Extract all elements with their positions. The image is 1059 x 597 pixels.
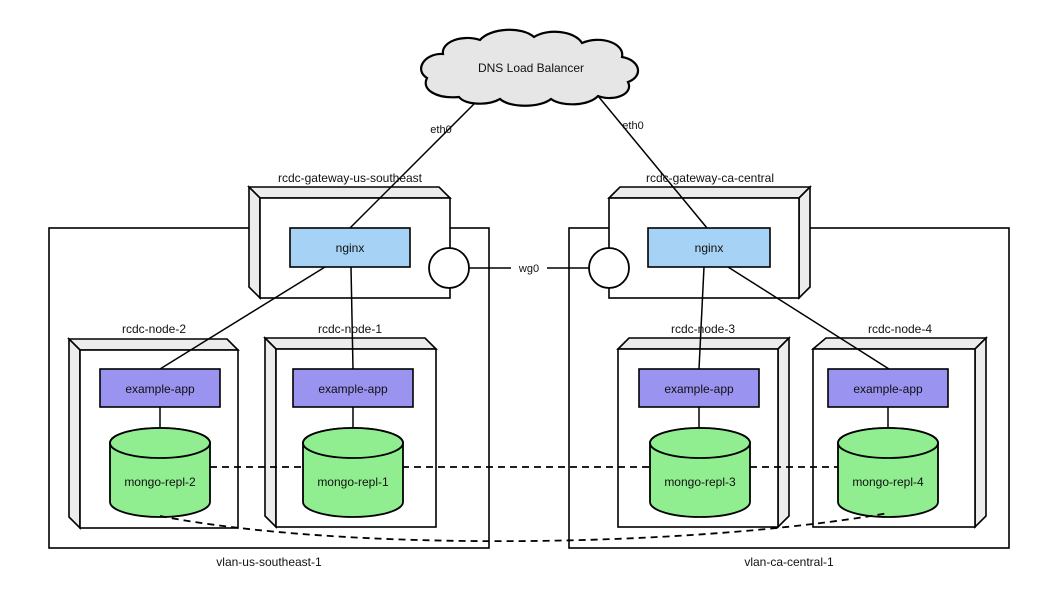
- node-4-top-face: [810, 337, 988, 350]
- gateway-right-side-face: [798, 185, 811, 300]
- edge-nginx-to-app-node4: [727, 266, 890, 370]
- db-cylinder-node4: mongo-repl-4: [837, 427, 939, 518]
- db-cylinder-node2: mongo-repl-2: [109, 427, 211, 518]
- db-cylinder-top-node3: [649, 427, 751, 459]
- db-cylinder-top-node4: [837, 427, 939, 459]
- db-cylinder-node1: mongo-repl-1: [302, 427, 404, 518]
- node-3-title: rcdc-node-3: [671, 322, 735, 336]
- dns-load-balancer-cloud: DNS Load Balancer: [420, 28, 639, 107]
- app-label-node4: example-app: [853, 382, 923, 396]
- edge-nginx-to-app-node1: [350, 266, 354, 370]
- nginx-box-right: [647, 227, 771, 268]
- gateway-left-title: rcdc-gateway-us-southeast: [278, 171, 423, 185]
- app-box-node4: [827, 368, 949, 408]
- app-box-node1: [292, 368, 414, 408]
- node-4-title: rcdc-node-4: [868, 322, 932, 336]
- db-cylinder-top-node1: [302, 427, 404, 459]
- edge-nginx-to-app-node2: [159, 266, 326, 370]
- gateway-right-title: rcdc-gateway-ca-central: [646, 171, 774, 185]
- node-1-top-face: [263, 337, 438, 350]
- nginx-label-left: nginx: [336, 241, 365, 255]
- edge-nginx-to-app-node3: [698, 266, 705, 370]
- app-box-node2: [99, 368, 221, 408]
- node-1-title: rcdc-node-1: [318, 322, 382, 336]
- nginx-label-right: nginx: [695, 241, 724, 255]
- node-1-side-face: [264, 336, 277, 529]
- edge-cloud-to-nginx-right: [597, 95, 708, 229]
- app-label-node3: example-app: [664, 382, 734, 396]
- db-label-node3: mongo-repl-3: [664, 475, 736, 489]
- mongo-replication-curve: [159, 512, 890, 543]
- gateway-right-top-face: [607, 186, 812, 199]
- wireguard-circle-left: [428, 247, 470, 289]
- db-label-node4: mongo-repl-4: [852, 475, 924, 489]
- node-2-top-face: [67, 338, 240, 351]
- db-label-node1: mongo-repl-1: [317, 475, 389, 489]
- eth0-right-label: eth0: [622, 120, 643, 132]
- node-2-title: rcdc-node-2: [122, 322, 186, 336]
- db-label-node2: mongo-repl-2: [124, 475, 196, 489]
- wireguard-circle-right: [588, 247, 630, 289]
- app-label-node1: example-app: [318, 382, 388, 396]
- app-label-node2: example-app: [125, 382, 195, 396]
- db-cylinder-node3: mongo-repl-3: [649, 427, 751, 518]
- app-box-node3: [638, 368, 760, 408]
- vlan-ca-central-label: vlan-ca-central-1: [744, 555, 834, 569]
- node-4-side-face: [974, 336, 987, 529]
- node-3-side-face: [777, 336, 790, 529]
- vlan-us-southeast-label: vlan-us-southeast-1: [216, 555, 322, 569]
- edge-cloud-to-nginx-left: [349, 97, 481, 229]
- eth0-left-label: eth0: [430, 124, 451, 136]
- node-2-side-face: [68, 337, 81, 530]
- node-3-top-face: [616, 337, 791, 350]
- gateway-left-side-face: [248, 185, 261, 300]
- cloud-label: DNS Load Balancer: [478, 61, 584, 75]
- nginx-box-left: [289, 227, 411, 268]
- gateway-left-top-face: [247, 186, 452, 199]
- db-cylinder-top-node2: [109, 427, 211, 459]
- cloud-shape: [420, 28, 639, 107]
- wg0-label: wg0: [518, 263, 539, 275]
